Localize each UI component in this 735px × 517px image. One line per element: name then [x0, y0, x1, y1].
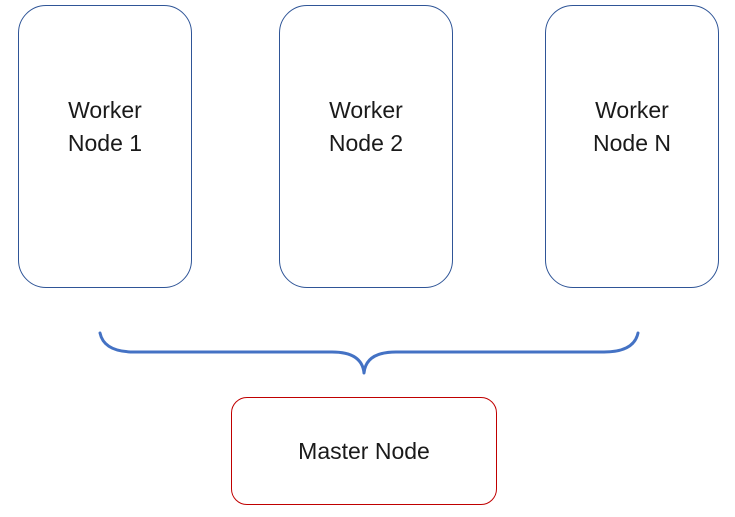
- worker-node-1-label: Worker Node 1: [68, 94, 142, 160]
- worker-node-1-line1: Worker: [68, 96, 142, 123]
- worker-node-2-box: Worker Node 2: [279, 5, 453, 288]
- worker-node-n-line1: Worker: [595, 96, 669, 123]
- worker-node-2-line2: Node 2: [328, 129, 404, 156]
- worker-node-n-label: Worker Node N: [593, 94, 671, 160]
- worker-node-n-line2: Node N: [593, 129, 671, 156]
- worker-node-2-line1: Worker: [329, 96, 403, 123]
- brace-path: [98, 331, 640, 375]
- master-node-label: Master Node: [298, 437, 430, 464]
- worker-node-1-line2: Node 1: [67, 129, 143, 156]
- worker-node-n-box: Worker Node N: [545, 5, 719, 288]
- master-node-box: Master Node: [231, 397, 497, 505]
- worker-node-2-label: Worker Node 2: [329, 94, 403, 160]
- worker-node-1-box: Worker Node 1: [18, 5, 192, 288]
